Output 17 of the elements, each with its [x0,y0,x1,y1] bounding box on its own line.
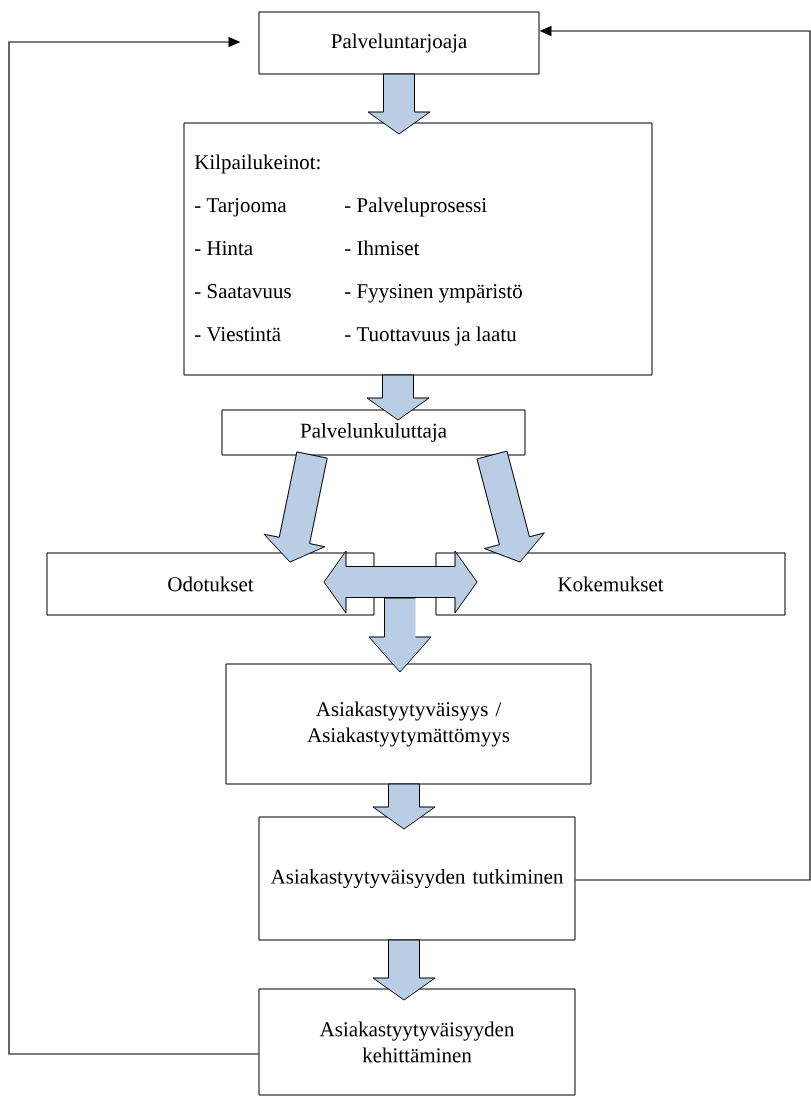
process-box: Asiakastyytyväisyyden tutkiminen [258,816,576,941]
process-box: Asiakastyytyväisyyden kehittäminen [258,988,576,1096]
block-arrow [366,374,430,421]
process-box: Palvelunkuluttaja [221,409,526,456]
process-box: Palveluntarjoaja [258,11,540,75]
block-arrow [323,550,478,614]
process-box: Kokemukset [435,552,786,616]
process-box: Asiakastyytyväisyys / Asiakastyytymättömyys [225,663,592,785]
block-arrow [372,783,436,830]
block-arrow [372,939,436,1001]
block-arrow [368,597,432,673]
connector-arrow [8,36,260,1055]
list-box: Kilpailukeinot: - Tarjooma - Palveluprosessi - Hinta - Ihmiset - Saatavuus - Fyysinen ympäristö - Viestintä - Tuottavuus ja laatu [183,122,653,376]
process-box: Odotukset [46,552,375,616]
block-arrow [476,450,545,563]
block-arrow [367,73,431,135]
block-arrow [263,451,328,563]
